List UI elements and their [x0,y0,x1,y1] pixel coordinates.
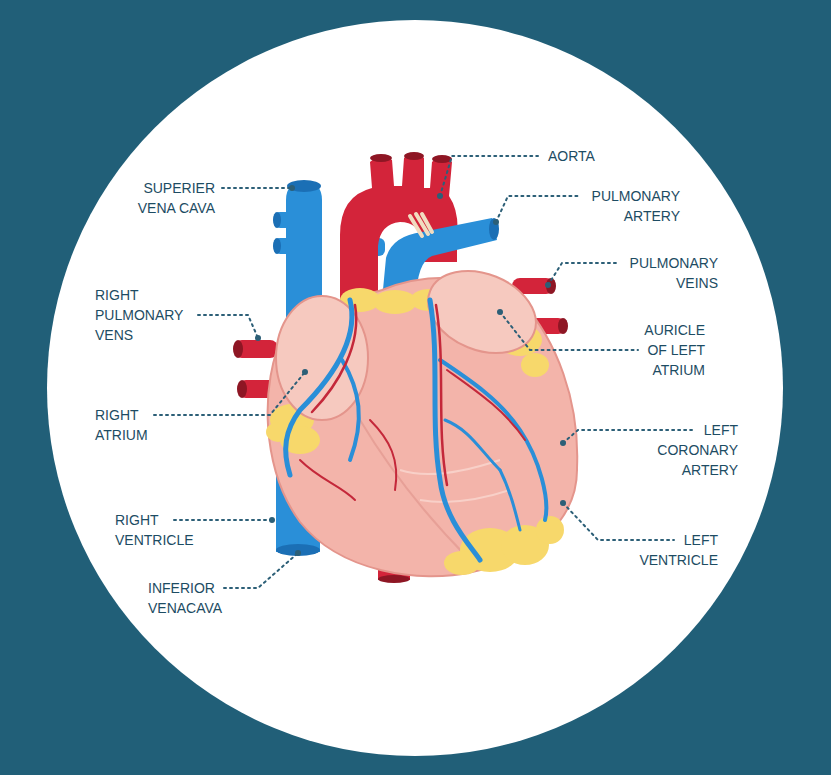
part-label: INFERIOR VENACAVA [148,578,238,618]
part-label: AURICLE OF LEFT ATRIUM [625,320,705,380]
part-label: PULMONARY ARTERY [580,186,680,226]
part-label: RIGHT VENTRICLE [115,510,210,550]
part-label: SUPERIER VENA CAVA [125,178,215,218]
part-label: PULMONARY VEINS [618,253,718,293]
part-label: RIGHT PULMONARY VENS [95,285,190,345]
part-label: AORTA [548,146,628,166]
leader-lines [154,156,692,588]
part-label: LEFT VENTRICLE [628,530,718,570]
part-label: LEFT CORONARY ARTERY [643,420,738,480]
part-label: RIGHT ATRIUM [95,405,160,445]
